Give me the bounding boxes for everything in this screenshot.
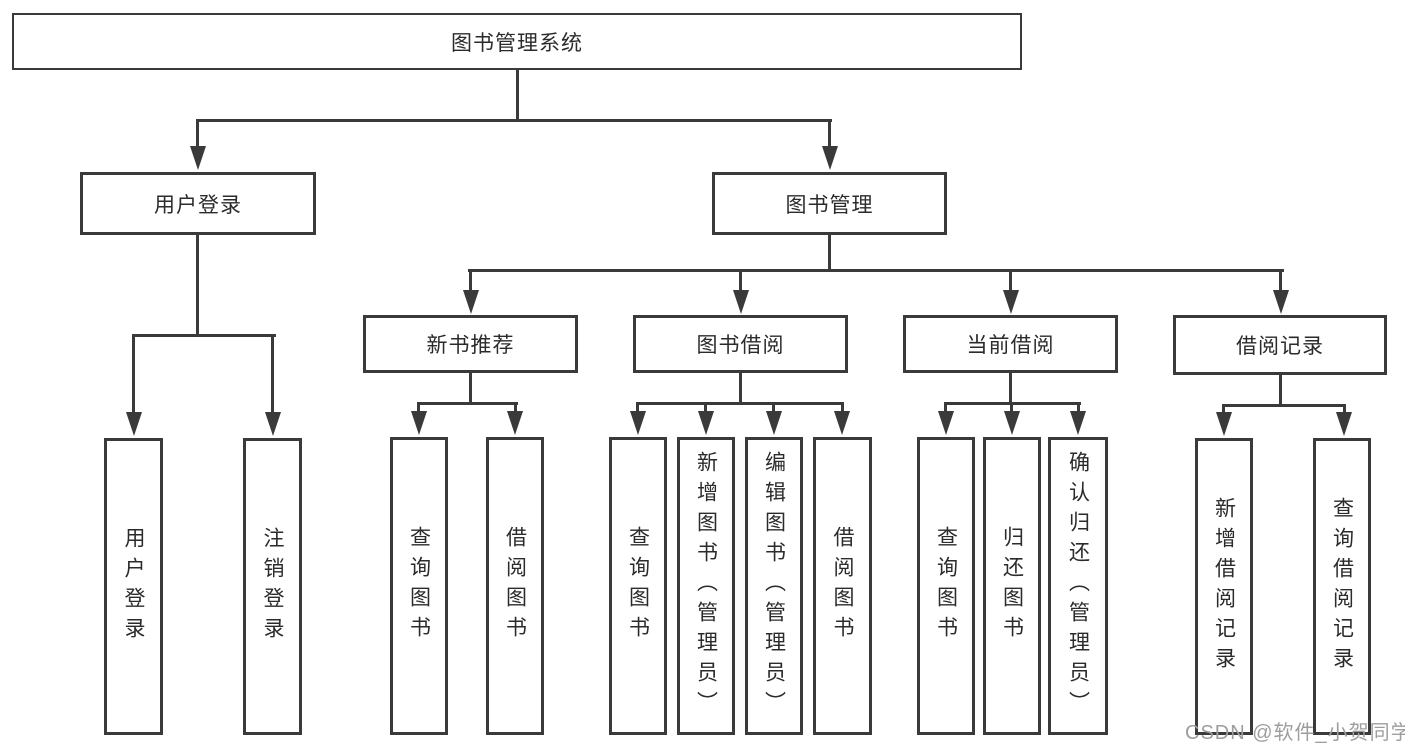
arrow-down-icon <box>1070 411 1086 435</box>
leaf-query-borrow-record-label: 查询借阅记录 <box>1330 496 1354 677</box>
leaf-add-borrow-record: 新增借阅记录 <box>1195 438 1253 735</box>
connector-user-stem <box>196 235 199 337</box>
connector-s2-stem <box>739 373 742 405</box>
node-book-borrow: 图书借阅 <box>633 315 848 373</box>
connector-root-stem <box>516 70 519 122</box>
node-new-book-recommend: 新书推荐 <box>363 315 578 373</box>
connector-s4-drop-2 <box>1343 404 1346 414</box>
leaf-edit-book-admin-label: 编辑图书（管理员） <box>762 451 786 721</box>
connector-drop-leaf-user-login <box>132 334 135 414</box>
node-current-borrow-label: 当前借阅 <box>966 334 1055 357</box>
connector-drop-borrow-records <box>1279 269 1282 293</box>
connector-s2-split <box>636 402 844 405</box>
connector-s3-drop-3 <box>1077 402 1080 414</box>
arrow-down-icon <box>938 411 954 435</box>
leaf-logout: 注销登录 <box>243 438 302 735</box>
connector-s2-drop-1 <box>636 402 639 414</box>
connector-drop-current-borrow <box>1009 269 1012 293</box>
connector-s1-drop-1 <box>417 402 420 414</box>
connector-drop-user-login <box>196 119 199 149</box>
connector-s2-drop-3 <box>772 402 775 414</box>
connector-drop-new-book <box>469 269 472 293</box>
connector-s3-stem <box>1009 373 1012 405</box>
leaf-confirm-return-admin: 确认归还（管理员） <box>1048 437 1108 735</box>
node-current-borrow: 当前借阅 <box>903 315 1118 373</box>
leaf-query-books-borrow: 查询图书 <box>609 437 667 735</box>
leaf-add-borrow-record-label: 新增借阅记录 <box>1212 496 1236 677</box>
connector-s4-drop-1 <box>1222 404 1225 414</box>
arrow-down-icon <box>1216 412 1232 436</box>
leaf-add-book-admin: 新增图书（管理员） <box>677 437 735 735</box>
leaf-query-books-recommend: 查询图书 <box>390 437 448 735</box>
leaf-user-login-label: 用户登录 <box>122 526 145 647</box>
arrow-down-icon <box>411 411 427 435</box>
leaf-return-books: 归还图书 <box>983 437 1041 735</box>
arrow-down-icon <box>190 146 206 170</box>
arrow-down-icon <box>507 411 523 435</box>
connector-s4-stem <box>1279 375 1282 407</box>
leaf-edit-book-admin: 编辑图书（管理员） <box>745 437 803 735</box>
arrow-down-icon <box>265 412 281 436</box>
arrow-down-icon <box>834 411 850 435</box>
connector-drop-book-borrow <box>739 269 742 293</box>
node-book-borrow-label: 图书借阅 <box>696 334 785 357</box>
arrow-down-icon <box>1004 411 1020 435</box>
arrow-down-icon <box>766 411 782 435</box>
leaf-query-books-recommend-label: 查询图书 <box>407 526 431 646</box>
node-library-system: 图书管理系统 <box>12 13 1022 70</box>
node-borrow-records: 借阅记录 <box>1173 315 1387 375</box>
arrow-down-icon <box>1273 290 1289 314</box>
leaf-return-books-label: 归还图书 <box>1000 526 1024 646</box>
connector-book-stem <box>828 235 831 272</box>
leaf-logout-label: 注销登录 <box>261 526 284 647</box>
leaf-query-books-current: 查询图书 <box>917 437 975 735</box>
node-library-system-label: 图书管理系统 <box>451 31 583 55</box>
connector-top-split <box>196 119 832 122</box>
connector-drop-leaf-logout <box>271 334 274 414</box>
arrow-down-icon <box>1003 290 1019 314</box>
leaf-borrow-books: 借阅图书 <box>813 437 872 735</box>
leaf-add-book-admin-label: 新增图书（管理员） <box>694 451 718 721</box>
arrow-down-icon <box>822 146 838 170</box>
arrow-down-icon <box>733 290 749 314</box>
node-book-management: 图书管理 <box>712 172 947 235</box>
connector-s1-drop-2 <box>514 402 517 414</box>
node-user-login-label: 用户登录 <box>154 193 242 217</box>
leaf-confirm-return-admin-label: 确认归还（管理员） <box>1066 451 1090 721</box>
connector-s3-drop-2 <box>1010 402 1013 414</box>
node-user-login: 用户登录 <box>80 172 316 235</box>
connector-s2-drop-4 <box>841 402 844 414</box>
connector-s2-drop-2 <box>704 402 707 414</box>
node-borrow-records-label: 借阅记录 <box>1236 335 1324 358</box>
leaf-borrow-books-label: 借阅图书 <box>831 526 854 646</box>
leaf-query-books-current-label: 查询图书 <box>934 526 958 646</box>
leaf-user-login: 用户登录 <box>104 438 163 735</box>
arrow-down-icon <box>463 290 479 314</box>
arrow-down-icon <box>630 411 646 435</box>
connector-user-split <box>133 334 276 337</box>
arrow-down-icon <box>126 412 142 436</box>
node-new-book-recommend-label: 新书推荐 <box>426 334 515 357</box>
leaf-query-books-borrow-label: 查询图书 <box>626 526 650 646</box>
connector-s1-split <box>417 402 518 405</box>
connector-drop-book-management <box>828 119 831 149</box>
node-book-management-label: 图书管理 <box>785 193 874 217</box>
leaf-borrow-books-recommend-label: 借阅图书 <box>503 526 527 646</box>
watermark: CSDN @软件_小贺同学 <box>1185 722 1405 744</box>
connector-s3-drop-1 <box>944 402 947 414</box>
arrow-down-icon <box>1336 412 1352 436</box>
connector-book-split <box>468 269 1284 272</box>
leaf-borrow-books-recommend: 借阅图书 <box>486 437 544 735</box>
leaf-query-borrow-record: 查询借阅记录 <box>1313 438 1371 735</box>
arrow-down-icon <box>698 411 714 435</box>
connector-s4-split <box>1222 404 1346 407</box>
connector-s1-stem <box>469 373 472 405</box>
